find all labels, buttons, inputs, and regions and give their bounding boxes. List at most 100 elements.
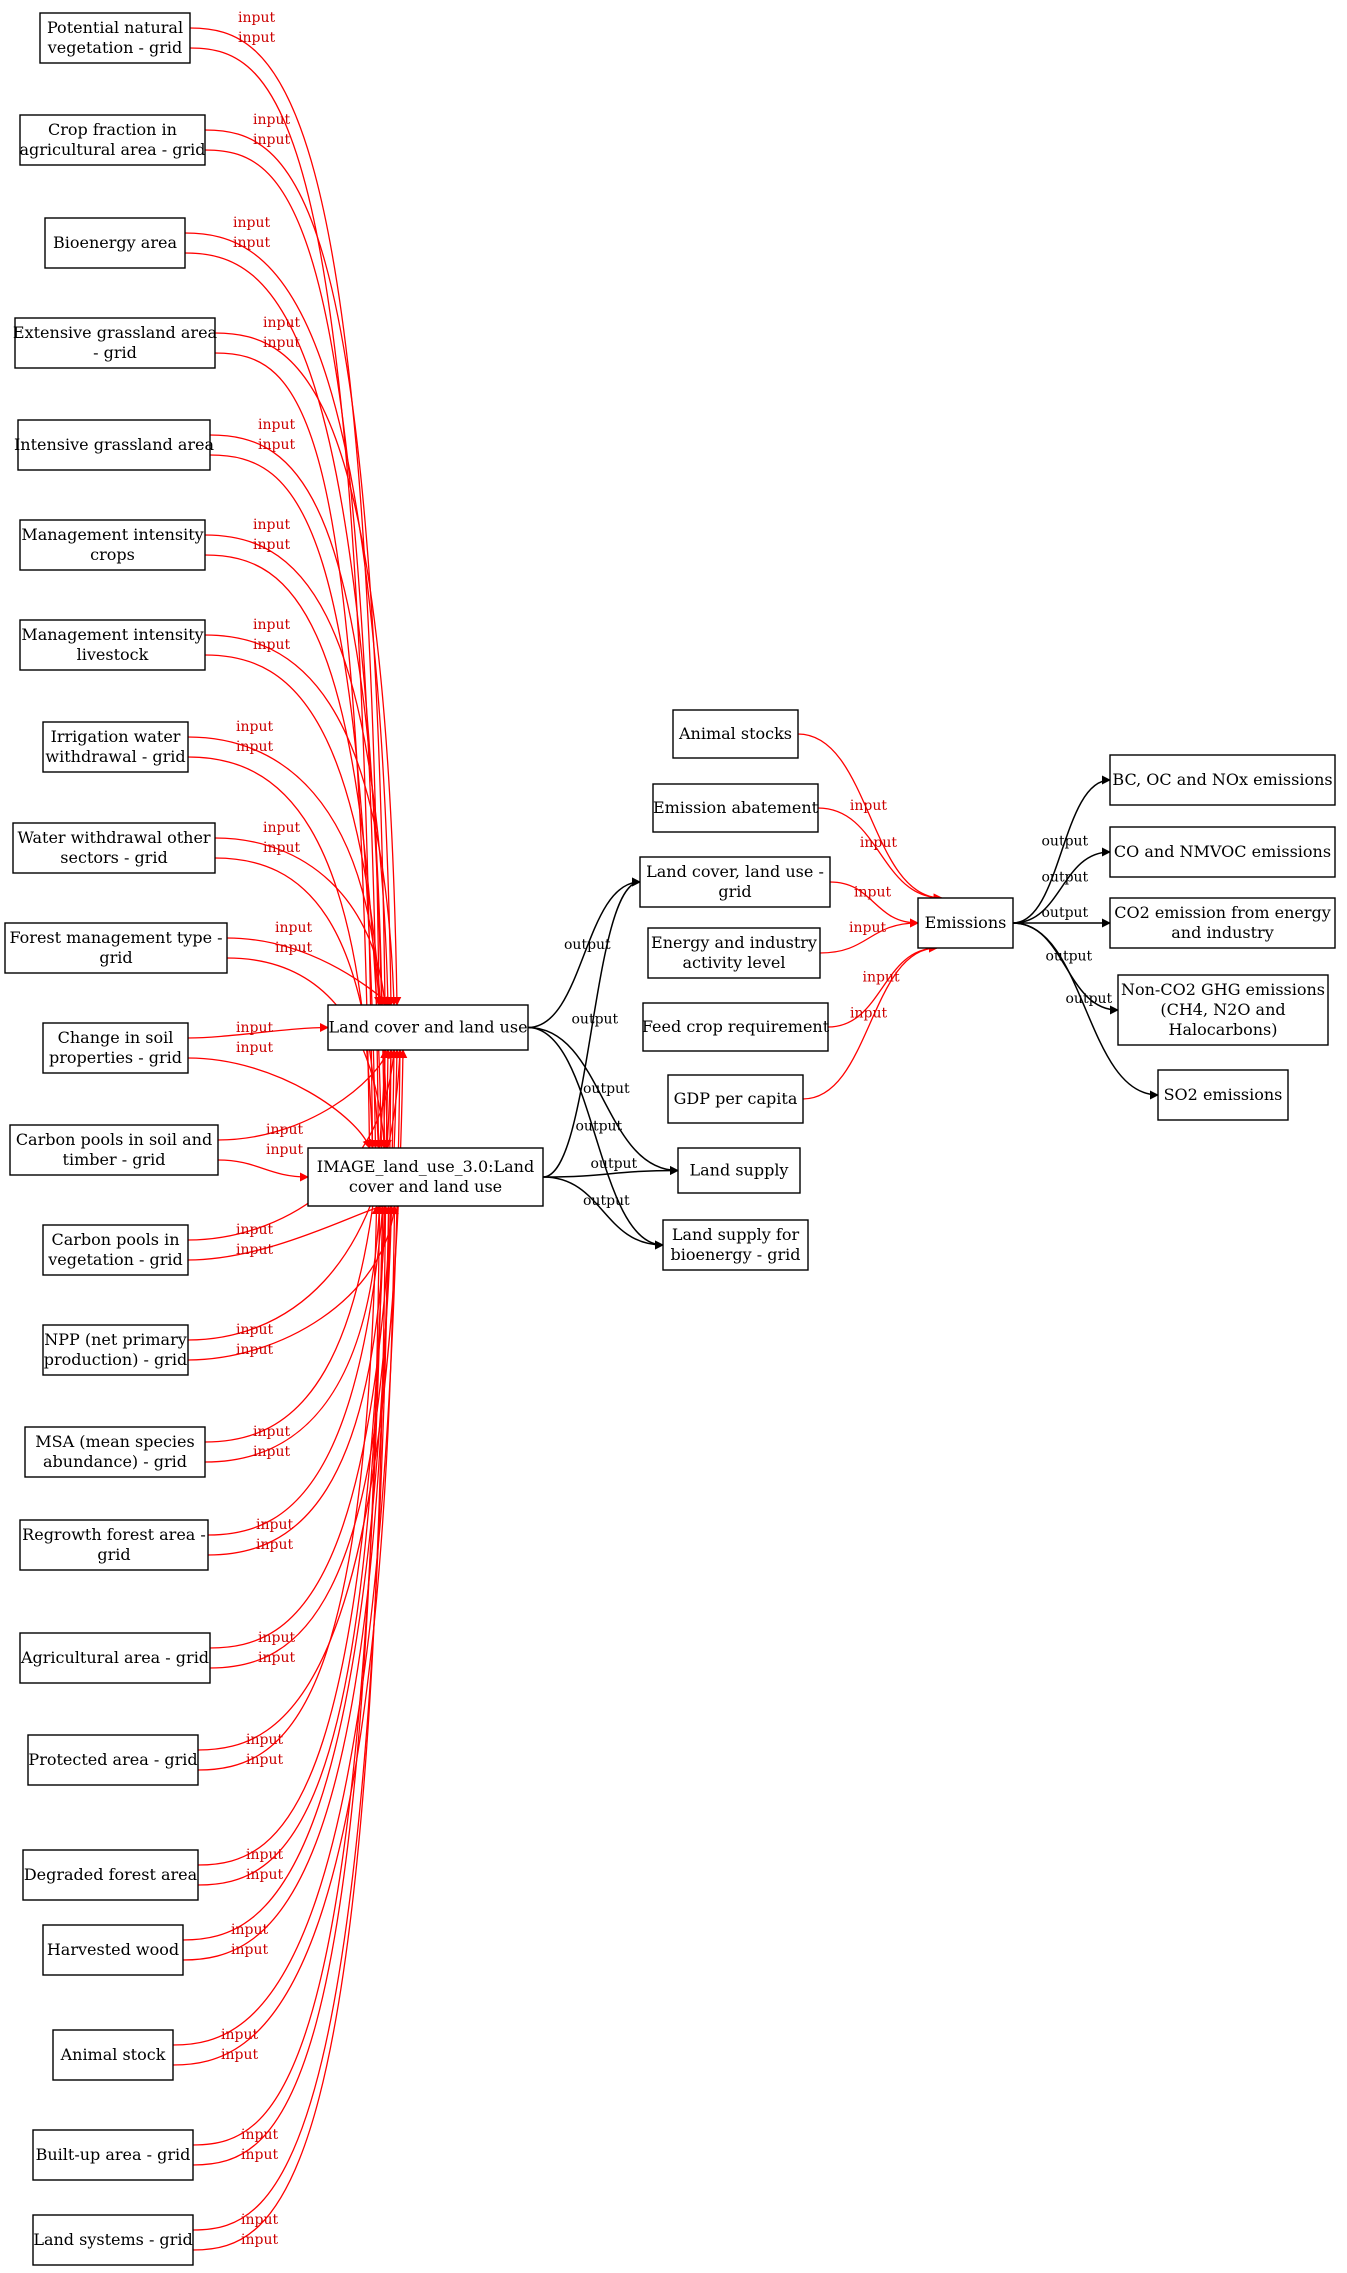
node-box — [27, 1734, 199, 1786]
edge-label: input — [258, 1630, 295, 1646]
node-label: Crop fraction in — [48, 120, 177, 139]
node-label: abundance) - grid — [43, 1452, 187, 1471]
edge-label: output — [1042, 834, 1089, 850]
node-lclu[interactable]: Land cover and land use — [327, 1004, 529, 1051]
edge-line — [204, 129, 390, 1006]
edge-dfa-to-image: input — [197, 1205, 387, 1886]
node-hw[interactable]: Harvested wood — [42, 1924, 184, 1976]
node-dfa[interactable]: Degraded forest area — [22, 1849, 199, 1901]
node-box — [1109, 897, 1336, 949]
node-box — [19, 114, 206, 166]
edge-line — [214, 837, 389, 1006]
edge-label: input — [221, 2027, 258, 2043]
edge-line — [192, 1049, 390, 2146]
node-label: cover and land use — [349, 1177, 502, 1196]
node-lsu[interactable]: Land supply — [677, 1147, 801, 1194]
node-bio[interactable]: Bioenergy area — [44, 217, 186, 269]
node-lcg[interactable]: Land cover, land use -grid — [639, 856, 831, 908]
node-pro[interactable]: Protected area - grid — [27, 1734, 199, 1786]
edge-lsy-to-image: input — [192, 1205, 390, 2251]
node-box — [22, 1849, 199, 1901]
node-ast[interactable]: Animal stock — [52, 2029, 174, 2081]
edge-msa-to-lclu: input — [204, 1049, 390, 1443]
node-agr[interactable]: Agricultural area - grid — [19, 1632, 211, 1684]
node-label: MSA (mean species — [35, 1432, 194, 1451]
edge-emi-to-so2: output — [1012, 922, 1159, 1100]
edge-label: input — [256, 1517, 293, 1533]
edge-label: input — [253, 637, 290, 653]
node-emi[interactable]: Emissions — [917, 897, 1014, 949]
node-bco[interactable]: BC, OC and NOx emissions — [1109, 754, 1336, 806]
node-lsy[interactable]: Land systems - grid — [32, 2214, 194, 2266]
node-label: withdrawal - grid — [45, 747, 185, 766]
edge-label: input — [253, 537, 290, 553]
node-fcr[interactable]: Feed crop requirement — [642, 1002, 830, 1052]
edge-label: input — [850, 798, 887, 814]
node-box — [672, 709, 799, 759]
node-gdp[interactable]: GDP per capita — [667, 1074, 804, 1124]
edge-line — [802, 943, 938, 1100]
node-eab[interactable]: Emission abatement — [652, 783, 819, 833]
node-int[interactable]: Intensive grassland area — [14, 419, 215, 471]
edge-fmt-to-lclu: input — [226, 920, 392, 1006]
node-label: (CH4, N2O and — [1160, 1000, 1285, 1019]
edge-line — [192, 1049, 396, 2231]
edge-label: output — [576, 1118, 623, 1134]
node-ext[interactable]: Extensive grassland area- grid — [13, 317, 218, 369]
node-rfa[interactable]: Regrowth forest area -grid — [19, 1519, 209, 1571]
node-label: CO2 emission from energy — [1114, 903, 1331, 922]
edge-lclu-to-lsb: output — [527, 1026, 664, 1250]
node-cov[interactable]: CO and NMVOC emissions — [1109, 826, 1336, 878]
node-label: GDP per capita — [674, 1089, 798, 1108]
node-label: grid — [97, 1545, 130, 1564]
node-box — [52, 2029, 174, 2081]
node-label: Land cover and land use — [328, 1018, 527, 1037]
edge-lclu-to-lcg: output — [527, 877, 641, 1029]
node-box — [307, 1147, 544, 1207]
node-box — [42, 721, 189, 773]
node-label: Carbon pools in soil and — [16, 1130, 212, 1149]
edge-line — [189, 47, 377, 1149]
node-label: Potential natural — [47, 18, 183, 37]
edge-label: output — [1042, 905, 1089, 921]
edge-label: input — [256, 1537, 293, 1553]
node-label: grid — [718, 882, 751, 901]
node-label: Bioenergy area — [53, 233, 177, 252]
edge-msa-to-image: input — [204, 1205, 384, 1463]
node-box — [42, 1924, 184, 1976]
edge-label: output — [583, 1081, 630, 1097]
node-as2[interactable]: Animal stocks — [672, 709, 799, 759]
node-bua[interactable]: Built-up area - grid — [32, 2129, 194, 2181]
node-box — [327, 1004, 529, 1051]
node-fmt[interactable]: Forest management type -grid — [4, 922, 228, 974]
edge-bua-to-image: input — [192, 1205, 384, 2166]
node-ghg[interactable]: Non-CO2 GHG emissions(CH4, N2O andHaloca… — [1117, 974, 1329, 1046]
node-box — [19, 519, 206, 571]
edge-label: input — [246, 1847, 283, 1863]
edge-label: input — [275, 940, 312, 956]
edge-line — [214, 332, 402, 1006]
node-label: - grid — [93, 343, 137, 362]
node-so2[interactable]: SO2 emissions — [1157, 1069, 1289, 1121]
edge-line — [819, 918, 919, 954]
edge-line — [204, 149, 383, 1149]
edge-csp-to-image: input — [187, 1040, 372, 1149]
edge-label: output — [583, 1193, 630, 1209]
edge-label: input — [231, 1942, 268, 1958]
node-label: vegetation - grid — [47, 38, 183, 57]
